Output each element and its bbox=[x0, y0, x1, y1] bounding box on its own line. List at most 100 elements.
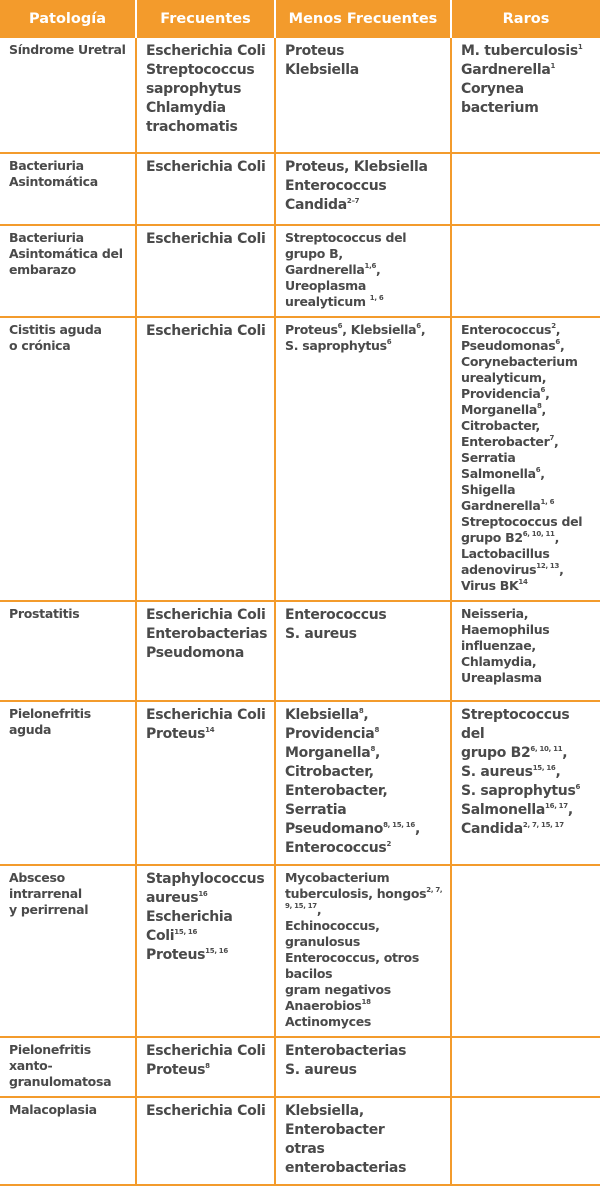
superscript-ref: 8 bbox=[205, 1062, 210, 1070]
header-frecuentes: Frecuentes bbox=[135, 0, 275, 38]
cell-line: Morganella8, bbox=[461, 402, 594, 418]
cell-text: , bbox=[555, 764, 561, 780]
cell-text: , bbox=[420, 322, 426, 337]
cell-line: urealyticum, bbox=[461, 370, 594, 386]
cell-line: grupo B26, 10, 11, bbox=[461, 744, 594, 763]
cell-text: Proteus bbox=[146, 1062, 206, 1078]
cell-line: Proteus, Klebsiella bbox=[285, 158, 444, 177]
cell-patologia: Pielonefritis xanto-granulomatosa bbox=[0, 1037, 136, 1098]
cell-line: Escherichia Coli bbox=[146, 706, 268, 725]
cell-line: Candida2, 7, 15, 17 bbox=[461, 820, 594, 839]
cell-line: Bacteriuria bbox=[9, 158, 84, 173]
cell-line: Corynebacterium bbox=[461, 354, 594, 370]
cell-text: Proteus, Klebsiella bbox=[285, 159, 428, 175]
cell-text: , bbox=[541, 402, 547, 417]
cell-line: Escherichia Coli15, 16 bbox=[146, 908, 268, 946]
cell-text: grupo B2 bbox=[461, 530, 523, 545]
cell-line: M. tuberculosis1 bbox=[461, 42, 594, 61]
cell-line: Escherichia Coli bbox=[146, 1102, 268, 1121]
cell-line: Bacteriuria bbox=[9, 230, 84, 245]
cell-text: adenovirus bbox=[461, 562, 537, 577]
cell-line: Mycobacterium bbox=[285, 870, 444, 886]
cell-line: Asintomática bbox=[9, 174, 98, 189]
superscript-ref: 1,6 bbox=[364, 262, 377, 270]
superscript-ref: 6 bbox=[555, 338, 560, 346]
superscript-ref: 8, 15, 16 bbox=[383, 821, 415, 829]
cell-line: Pielonefritis xanto- bbox=[9, 1042, 91, 1073]
superscript-ref: 15, 16 bbox=[205, 947, 228, 955]
cell-line: Malacoplasia bbox=[9, 1102, 97, 1117]
superscript-ref: 2–7 bbox=[346, 197, 360, 205]
cell-line: Citrobacter, bbox=[461, 418, 594, 434]
cell-text: , bbox=[414, 821, 420, 837]
cell-text: Mycobacterium bbox=[285, 870, 390, 885]
cell-text: Morganella bbox=[461, 402, 537, 417]
cell-text: Staphylococcus bbox=[146, 871, 265, 887]
cell-text: urealyticum bbox=[285, 294, 370, 309]
superscript-ref: 14 bbox=[205, 726, 215, 734]
cell-line: Enterococcus bbox=[285, 177, 444, 196]
cell-text: Escherichia Coli bbox=[146, 607, 266, 623]
superscript-ref: 8 bbox=[536, 402, 542, 410]
superscript-ref: 8 bbox=[370, 745, 376, 753]
cell-line: Streptococcus del bbox=[461, 706, 594, 744]
cell-line: Gardnerella1 bbox=[461, 61, 594, 80]
cell-text: Actinomyces bbox=[285, 1014, 372, 1029]
cell-line: Enterococcus2, bbox=[461, 322, 594, 338]
cell-line: Proteus14 bbox=[146, 725, 268, 744]
cell-line: Pseudomonas6, bbox=[461, 338, 594, 354]
header-row: Patología Frecuentes Menos Frecuentes Ra… bbox=[0, 0, 600, 38]
cell-line: Enterococcus bbox=[285, 606, 444, 625]
cell-line: Anaerobios18 bbox=[285, 998, 444, 1014]
cell-line: Escherichia Coli bbox=[146, 230, 268, 249]
cell-line: Neisseria, bbox=[461, 606, 594, 622]
cell-text: Haemophilus bbox=[461, 622, 550, 637]
cell-text: saprophytus bbox=[146, 81, 242, 97]
superscript-ref: 6 bbox=[540, 386, 546, 394]
cell-raros bbox=[450, 1097, 600, 1186]
cell-text: Anaerobios bbox=[285, 998, 362, 1013]
cell-line: Cistitis aguda bbox=[9, 322, 102, 337]
cell-line: Gardnerella1,6, Ureoplasma bbox=[285, 262, 444, 294]
cell-text: Klebsiella bbox=[285, 707, 359, 723]
cell-text: Gardnerella bbox=[461, 498, 541, 513]
superscript-ref: 6 bbox=[416, 322, 421, 330]
cell-line: Proteus bbox=[285, 42, 444, 61]
cell-text: Virus BK bbox=[461, 578, 519, 593]
cell-text: Pseudomona bbox=[146, 645, 245, 661]
cell-line: Escherichia Coli bbox=[146, 322, 268, 341]
cell-text: Echinococcus, granulosus bbox=[285, 918, 380, 949]
cell-line: Providencia6, bbox=[461, 386, 594, 402]
superscript-ref: 8 bbox=[358, 707, 364, 715]
cell-text: Gardnerella bbox=[461, 62, 551, 78]
cell-text: Streptococcus bbox=[146, 62, 255, 78]
cell-line: Klebsiella bbox=[285, 61, 444, 80]
cell-frecuentes: Escherichia Coli bbox=[135, 1097, 275, 1186]
cell-text: Escherichia Coli bbox=[146, 1043, 266, 1059]
cell-line: trachomatis bbox=[146, 118, 268, 137]
superscript-ref: 6 bbox=[386, 338, 392, 346]
cell-text: urealyticum, bbox=[461, 370, 547, 385]
cell-text: Proteus bbox=[285, 322, 338, 337]
cell-line: Streptococcus bbox=[146, 61, 268, 80]
cell-text: Providencia bbox=[461, 386, 541, 401]
cell-line: Actinomyces bbox=[285, 1014, 444, 1030]
cell-line: Proteus8 bbox=[146, 1061, 268, 1080]
cell-text: Enterococcus bbox=[285, 178, 387, 194]
cell-text: Proteus bbox=[146, 726, 206, 742]
cell-menos-frecuentes: Streptococcus del grupo B,Gardnerella1,6… bbox=[274, 225, 451, 318]
cell-line: granulomatosa bbox=[9, 1074, 112, 1089]
cell-line: Haemophilus bbox=[461, 622, 594, 638]
